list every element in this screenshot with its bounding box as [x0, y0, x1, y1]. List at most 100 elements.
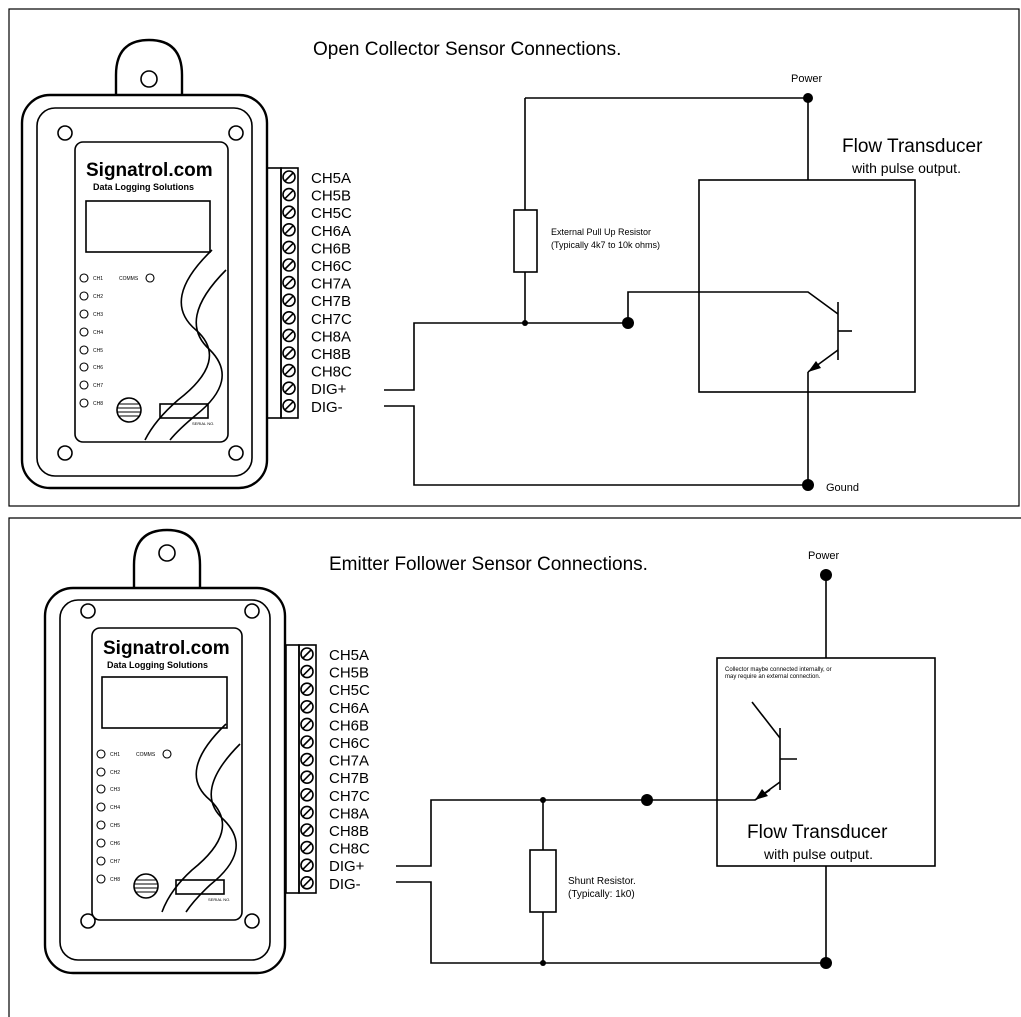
logger-faceplate [74, 141, 229, 443]
return-wire [396, 866, 827, 964]
transducer-subtitle: with pulse output. [851, 160, 961, 176]
flow-transducer [716, 657, 936, 867]
power-wire [525, 97, 809, 180]
flow-transducer [698, 179, 916, 393]
terminal-block-screws [280, 167, 299, 419]
terminal-label: CH7C [329, 788, 370, 805]
transducer-box [716, 657, 936, 867]
led-label: CH2 [93, 294, 103, 300]
led-label: CH4 [110, 805, 120, 811]
terminal-screw-icon [282, 275, 296, 290]
resistor-label: External Pull Up Resistor [551, 227, 651, 237]
led-label: CH7 [110, 859, 120, 865]
led-icon [79, 398, 89, 408]
circuit-wiring [384, 93, 839, 491]
terminal-screw-icon [282, 310, 296, 325]
terminal-screw-icon [282, 293, 296, 308]
comms-led-icon [145, 273, 155, 283]
terminal-label: CH6C [311, 258, 352, 275]
panel-title: Open Collector Sensor Connections. [313, 39, 621, 60]
faceplate-curve [161, 723, 227, 913]
terminal-screw-icon [300, 699, 314, 714]
terminal-label: CH7A [311, 276, 351, 293]
faceplate-curve [144, 249, 213, 441]
speaker-grille-icon [116, 397, 142, 423]
terminal-label: CH5A [329, 647, 369, 664]
speaker-grille-icon [133, 873, 159, 899]
junction-dot [802, 479, 814, 491]
logger-inner-case [59, 599, 271, 961]
terminal-screw-icon [300, 840, 314, 855]
terminal-label: CH8C [311, 364, 352, 381]
screw-icon [57, 445, 73, 461]
terminal-label: CH6C [329, 735, 370, 752]
junction-dot [540, 797, 546, 803]
logger-faceplate [91, 627, 243, 921]
terminal-screw-icon [300, 823, 314, 837]
logger-brand: Signatrol.com [86, 160, 213, 181]
logger-inner-case [36, 107, 253, 477]
terminal-screw-icon [282, 363, 296, 378]
terminal-label: CH5C [311, 205, 352, 222]
pull-up-resistor [513, 209, 538, 273]
transistor-icon [751, 701, 797, 801]
terminal-label: CH5C [329, 682, 370, 699]
terminal-screw-icon [282, 398, 296, 413]
terminal-screw-icon [300, 664, 314, 679]
terminal-label: CH8A [329, 805, 369, 822]
led-icon [96, 874, 106, 884]
dig-plus-wire [384, 322, 628, 391]
junction-dot [641, 794, 653, 806]
terminal-screw-icon [282, 328, 296, 343]
serial-label: SERIAL NO. [192, 421, 214, 426]
terminal-label: CH6B [329, 717, 369, 734]
mounting-tab [132, 528, 202, 588]
led-icon [79, 345, 89, 355]
terminal-screw-icon [282, 240, 296, 255]
logger-brand: Signatrol.com [103, 638, 230, 659]
comms-label: COMMS [136, 752, 156, 758]
faceplate-curve [169, 269, 227, 441]
terminal-label: DIG- [311, 399, 343, 416]
led-label: CH1 [110, 752, 120, 758]
screw-icon [244, 603, 260, 619]
terminal-list: CH5ACH5BCH5CCH6ACH6BCH6CCH7ACH7BCH7CCH8A… [300, 647, 370, 893]
terminal-label: DIG+ [311, 381, 347, 398]
terminal-screw-icon [300, 717, 314, 732]
resistor-value-label: (Typically 4k7 to 10k ohms) [551, 240, 660, 250]
terminal-screw-icon [282, 223, 296, 237]
resistor-label: Shunt Resistor. [568, 876, 636, 887]
transducer-box [698, 179, 916, 393]
led-icon [96, 802, 106, 812]
transducer-subtitle: with pulse output. [763, 846, 873, 862]
terminal-block-body [266, 167, 282, 419]
terminal-screw-icon [300, 752, 314, 767]
terminal-screw-icon [300, 805, 314, 820]
led-label: CH3 [110, 787, 120, 793]
terminal-screw-icon [282, 187, 296, 202]
terminal-label: CH8B [311, 346, 351, 363]
led-icon [79, 380, 89, 390]
junction-dot [820, 957, 832, 969]
terminal-label: CH5B [311, 188, 351, 205]
terminal-screw-icon [300, 647, 314, 661]
screw-icon [80, 603, 96, 619]
panel-open-collector: Open Collector Sensor Connections. Signa… [8, 8, 1020, 507]
led-label: CH5 [93, 348, 103, 354]
junction-dot [622, 317, 634, 329]
ground-label: Gound [826, 482, 859, 494]
terminal-list: CH5ACH5BCH5CCH6ACH6BCH6CCH7ACH7BCH7CCH8A… [282, 170, 352, 416]
mounting-hole-icon [158, 544, 176, 562]
lcd-display [101, 676, 228, 729]
logger-tagline: Data Logging Solutions [93, 182, 194, 192]
logger-tagline: Data Logging Solutions [107, 660, 208, 670]
terminal-screw-icon [300, 770, 314, 785]
comms-led-icon [162, 749, 172, 759]
terminal-screw-icon [300, 858, 314, 873]
terminal-label: CH5A [311, 170, 351, 187]
terminal-label: CH7C [311, 311, 352, 328]
resistor-value-label: (Typically: 1k0) [568, 889, 635, 900]
led-icon [96, 820, 106, 830]
comms-label: COMMS [119, 276, 139, 282]
led-label: CH4 [93, 330, 103, 336]
